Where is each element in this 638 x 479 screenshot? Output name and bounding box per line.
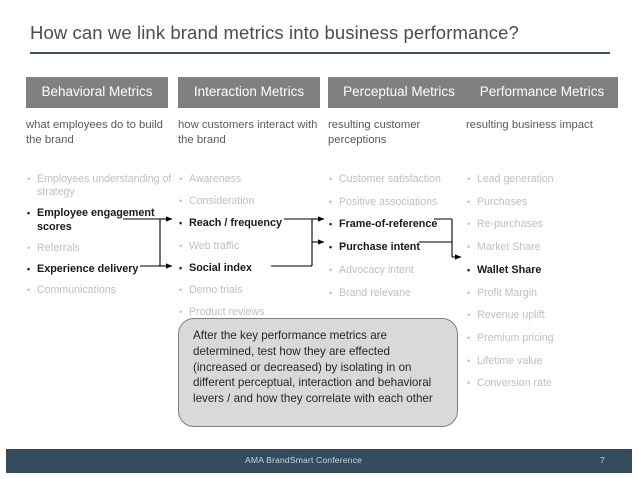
column-perceptual-metrics: Perceptual Metrics resulting customer pe…	[328, 77, 478, 300]
list-item[interactable]: Revenue uplift	[466, 309, 621, 322]
callout-text: After the key performance metrics are de…	[193, 329, 433, 406]
list-item[interactable]: Social index	[178, 262, 333, 275]
metric-list-behavioral: Employees understanding of strategy Empl…	[26, 173, 181, 305]
column-header-perceptual: Perceptual Metrics	[328, 77, 470, 108]
list-item[interactable]: Premium pricing	[466, 332, 621, 345]
list-item[interactable]: Conversion rate	[466, 377, 621, 390]
footer-title: AMA BrandSmart Conference	[245, 455, 362, 465]
column-performance-metrics: Performance Metrics resulting business i…	[466, 77, 626, 391]
list-item[interactable]: Experience delivery	[26, 263, 181, 276]
column-header-interaction: Interaction Metrics	[178, 77, 320, 108]
metrics-columns: Behavioral Metrics what employees do to …	[0, 77, 638, 391]
list-item[interactable]: Reach / frequency	[178, 217, 333, 230]
callout-box: After the key performance metrics are de…	[178, 318, 458, 427]
metric-list-perceptual: Customer satisfaction Positive associati…	[328, 173, 483, 309]
column-behavioral-metrics: Behavioral Metrics what employees do to …	[26, 77, 176, 298]
list-item[interactable]: Lifetime value	[466, 355, 621, 368]
list-item[interactable]: Referrals	[26, 242, 181, 255]
list-item[interactable]: Employees understanding of strategy	[26, 173, 181, 199]
list-item[interactable]: Product reviews	[178, 306, 333, 319]
page-title: How can we link brand metrics into busin…	[30, 22, 519, 43]
list-item[interactable]: Awareness	[178, 173, 333, 186]
list-item[interactable]: Advocacy intent	[328, 264, 483, 277]
footer-bar	[6, 449, 632, 473]
metric-list-performance: Lead generation Purchases Re-purchases M…	[466, 173, 621, 400]
column-interaction-metrics: Interaction Metrics how customers intera…	[178, 77, 328, 320]
list-item[interactable]: Purchase intent	[328, 241, 483, 254]
list-item[interactable]: Customer satisfaction	[328, 173, 483, 186]
column-header-performance: Performance Metrics	[466, 77, 618, 108]
column-subtitle-performance: resulting business impact	[466, 119, 593, 131]
column-subtitle-behavioral: what employees do to build the brand	[26, 119, 163, 146]
list-item[interactable]: Frame-of-reference	[328, 218, 483, 231]
list-item[interactable]: Lead generation	[466, 173, 621, 186]
footer-page-number: 7	[600, 455, 605, 465]
list-item[interactable]: Profit Margin	[466, 287, 621, 300]
column-subtitle-perceptual: resulting customer perceptions	[328, 119, 421, 146]
list-item[interactable]: Market Share	[466, 241, 621, 254]
list-item[interactable]: Brand relevane	[328, 287, 483, 300]
metric-list-interaction: Awareness Consideration Reach / frequenc…	[178, 173, 333, 328]
title-underline	[30, 52, 610, 54]
list-item[interactable]: Re-purchases	[466, 218, 621, 231]
list-item[interactable]: Communications	[26, 284, 181, 297]
list-item[interactable]: Wallet Share	[466, 264, 621, 277]
list-item[interactable]: Demo trials	[178, 284, 333, 297]
list-item[interactable]: Employee engagement scores	[26, 207, 181, 233]
list-item[interactable]: Purchases	[466, 196, 621, 209]
list-item[interactable]: Positive associations	[328, 196, 483, 209]
list-item[interactable]: Web traffic	[178, 240, 333, 253]
list-item[interactable]: Consideration	[178, 195, 333, 208]
column-header-behavioral: Behavioral Metrics	[26, 77, 168, 108]
column-subtitle-interaction: how customers interact with the brand	[178, 119, 318, 146]
